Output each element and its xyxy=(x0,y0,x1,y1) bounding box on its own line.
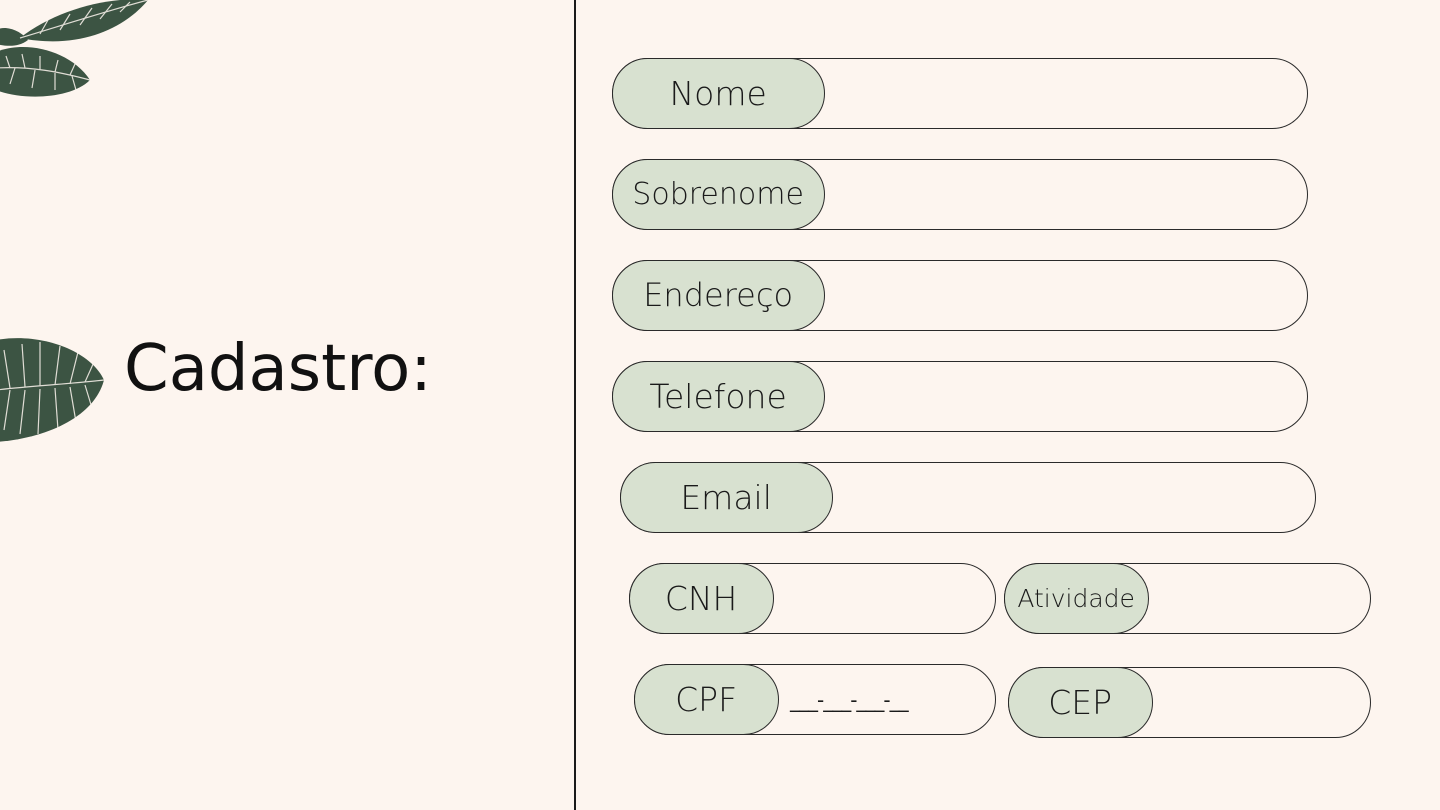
nome-label: Nome xyxy=(611,57,825,129)
email-field[interactable]: Email xyxy=(619,461,1316,533)
cnh-field[interactable]: CNH xyxy=(628,562,996,634)
cep-field[interactable]: CEP xyxy=(1007,666,1371,738)
leaf-icon-top xyxy=(0,0,149,97)
telefone-label: Telefone xyxy=(611,360,825,432)
email-label: Email xyxy=(619,461,833,533)
nome-field[interactable]: Nome xyxy=(611,57,1308,129)
endereco-field[interactable]: Endereço xyxy=(611,259,1308,331)
cep-label: CEP xyxy=(1007,666,1153,738)
vertical-divider xyxy=(574,0,576,810)
atividade-field[interactable]: Atividade xyxy=(1003,562,1371,634)
sobrenome-label: Sobrenome xyxy=(611,158,825,230)
cpf-input-mask[interactable]: ___-___-___-__ xyxy=(790,687,909,712)
telefone-field[interactable]: Telefone xyxy=(611,360,1308,432)
sobrenome-field[interactable]: Sobrenome xyxy=(611,158,1308,230)
cpf-field[interactable]: CPF ___-___-___-__ xyxy=(633,663,996,735)
leaf-icon-middle xyxy=(0,338,105,442)
cpf-label: CPF xyxy=(633,663,779,735)
endereco-label: Endereço xyxy=(611,259,825,331)
page-title: Cadastro: xyxy=(124,332,432,406)
cnh-label: CNH xyxy=(628,562,774,634)
atividade-label: Atividade xyxy=(1003,562,1149,634)
